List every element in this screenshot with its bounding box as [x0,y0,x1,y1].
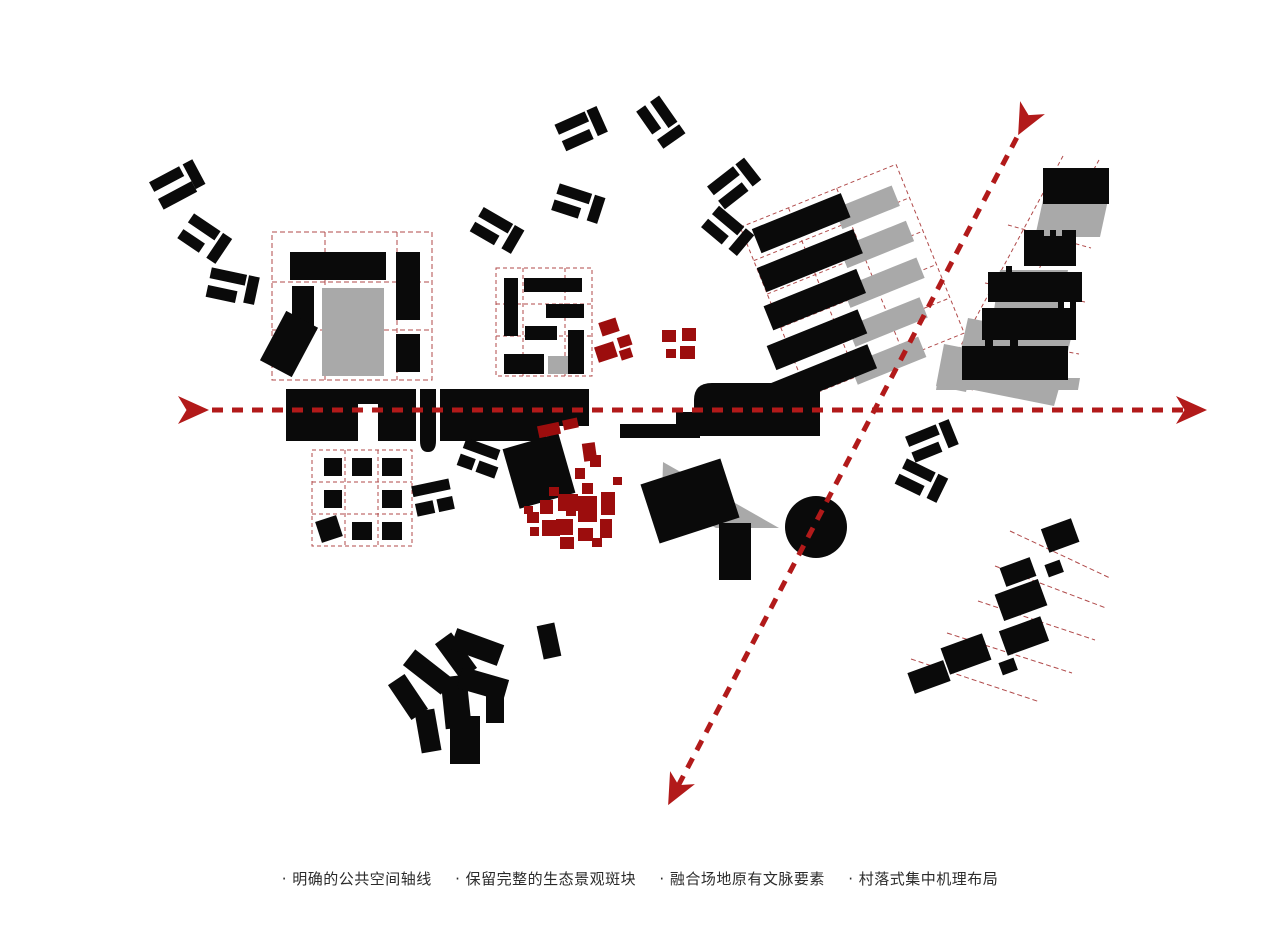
caption-item-eco-patch: · 保留完整的生态景观斑块 [455,870,637,888]
central-bar-east [620,412,700,438]
village-cluster-e-1 [905,419,959,463]
courtyard-block-west-buildings [259,252,420,378]
village-cluster-n-2 [554,106,608,152]
central-bar-hook [420,389,436,452]
village-cluster-c-2 [411,478,455,517]
central-bar-mid [440,389,589,441]
village-cluster-n-4 [636,95,686,149]
village-cluster-c-1 [456,437,501,479]
village-cluster-e-2 [894,458,949,503]
village-cluster-nw-2 [177,213,233,264]
village-cluster-n-1 [469,207,525,254]
public-space-axes [177,101,1207,806]
courtyard-block-center-buildings [504,278,584,374]
east-residential-cluster [936,168,1109,406]
central-rotated-buildings [502,433,847,580]
planning-grid-southwest [311,449,413,547]
ecological-patches [322,288,578,376]
caption-item-context: · 融合场地原有文脉要素 [659,870,825,888]
caption-bar: · 明确的公共空间轴线 · 保留完整的生态景观斑块 · 融合场地原有文脉要素 ·… [0,868,1280,890]
tower-block [719,523,751,580]
southwest-fan-cluster [387,622,562,764]
village-cluster-ne-1 [707,157,762,210]
caption-item-village-layout: · 村落式集中机理布局 [848,870,999,888]
diagonal-public-axis [668,101,1045,806]
village-cluster-nw-1 [149,159,206,210]
caption-item-axis: · 明确的公共空间轴线 [281,870,432,888]
village-cluster-n-3 [551,183,606,224]
grid-block-southwest-buildings [315,458,402,543]
village-cluster-nw-3 [205,267,260,305]
landmark-circle [785,496,847,558]
village-cluster-ne-2 [701,205,755,256]
northeast-bar-field [751,185,928,408]
central-bar-west [286,389,416,441]
eco-patch-west [322,288,384,376]
